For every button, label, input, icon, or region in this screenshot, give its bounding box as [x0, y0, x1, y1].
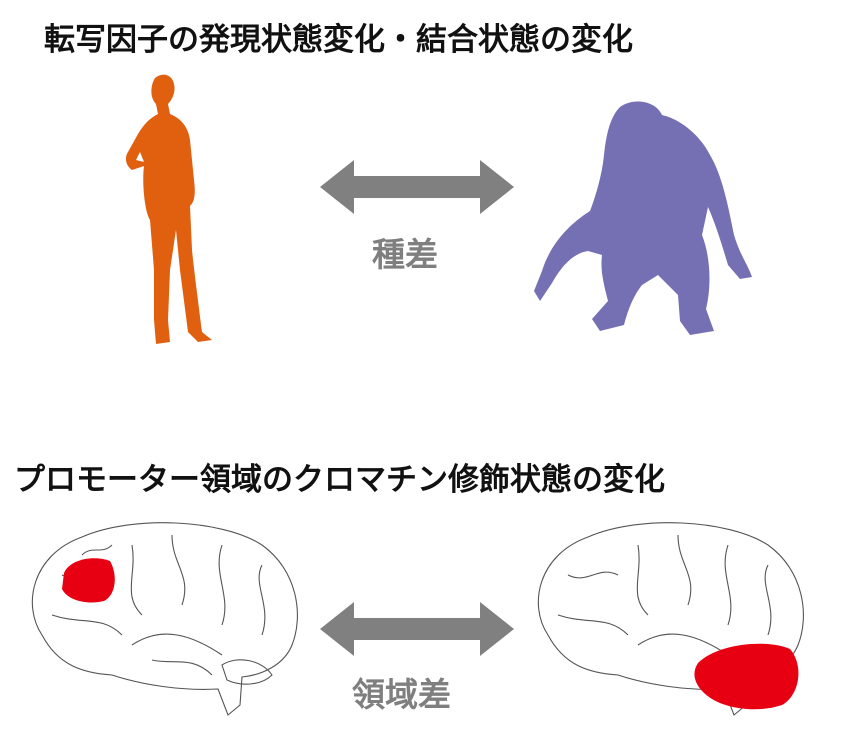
- top-section-title: 転写因子の発現状態変化・結合状態の変化: [44, 22, 633, 58]
- species-difference-label: 種差: [372, 235, 438, 274]
- chimpanzee-silhouette: [534, 101, 752, 336]
- highlight-region-cerebellum: [694, 643, 799, 710]
- brain-left-diagram: [31, 522, 298, 716]
- double-arrow-region: [320, 602, 514, 656]
- brain-right-diagram: [537, 522, 804, 716]
- double-arrow-species: [320, 160, 514, 214]
- bottom-section-title: プロモーター領域のクロマチン修飾状態の変化: [14, 462, 665, 498]
- region-difference-label: 領域差: [352, 675, 451, 714]
- human-silhouette: [125, 74, 212, 344]
- highlight-region-frontal: [62, 558, 115, 603]
